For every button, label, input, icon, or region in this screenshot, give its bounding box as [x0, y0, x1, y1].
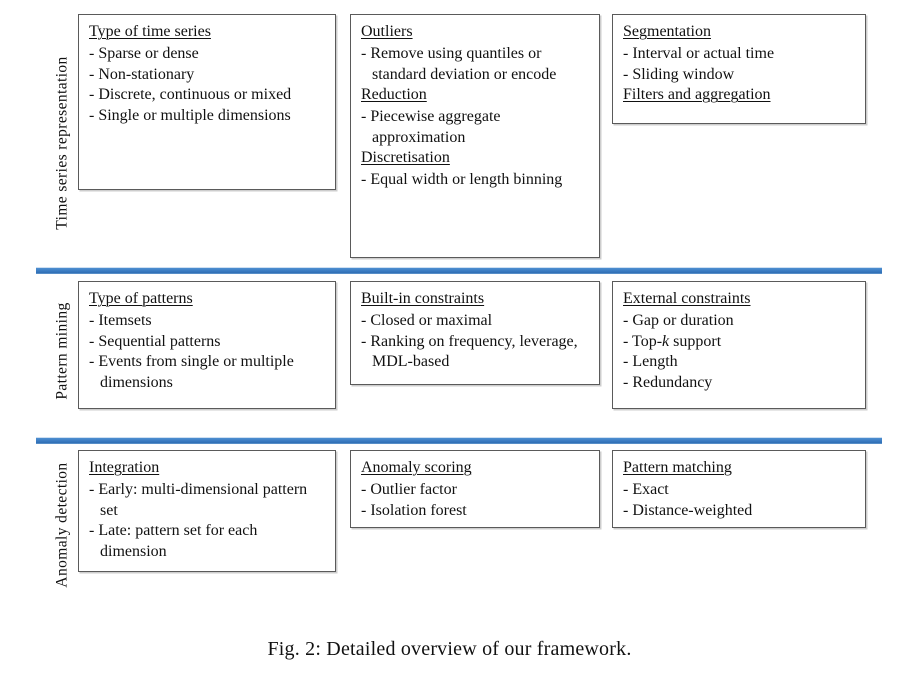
- card-pattern-matching: Pattern matching Exact Distance-weighted: [612, 450, 866, 528]
- section-divider: [36, 267, 882, 274]
- framework-row-time-series-representation: Time series representation Type of time …: [0, 14, 899, 272]
- list-item: Outlier factor: [361, 480, 590, 501]
- group-item-list: Piecewise aggregate approximation: [361, 107, 590, 148]
- figure-caption: Fig. 2: Detailed overview of our framewo…: [267, 638, 632, 660]
- group-title: Built-in constraints: [361, 290, 485, 307]
- group-item-list: Closed or maximal Ranking on frequency, …: [361, 311, 590, 373]
- card-type-of-patterns: Type of patterns Itemsets Sequential pat…: [78, 281, 336, 409]
- list-item: Distance-weighted: [623, 501, 856, 522]
- list-item: Sliding window: [623, 65, 856, 86]
- group-type-of-patterns: Type of patterns Itemsets Sequential pat…: [89, 289, 326, 394]
- list-item: Gap or duration: [623, 311, 856, 332]
- list-item: Interval or actual time: [623, 44, 856, 65]
- group-outliers: Outliers Remove using quantiles or stand…: [361, 22, 590, 85]
- list-item: Length: [623, 352, 856, 373]
- group-discretisation: Discretisation Equal width or length bin…: [361, 148, 590, 191]
- list-item: Remove using quantiles or standard devia…: [361, 44, 590, 85]
- group-item-list: Exact Distance-weighted: [623, 480, 856, 521]
- section-divider: [36, 437, 882, 444]
- group-anomaly-scoring: Anomaly scoring Outlier factor Isolation…: [361, 458, 590, 521]
- group-item-list: Sparse or dense Non-stationary Discrete,…: [89, 44, 326, 127]
- list-item: Late: pattern set for each dimension: [89, 521, 326, 562]
- group-title: Type of patterns: [89, 290, 193, 307]
- group-title: External constraints: [623, 290, 751, 307]
- group-title: Integration: [89, 459, 160, 476]
- group-filters-and-aggregation: Filters and aggregation: [623, 85, 856, 107]
- group-item-list: Equal width or length binning: [361, 170, 590, 191]
- group-pattern-matching: Pattern matching Exact Distance-weighted: [623, 458, 856, 521]
- group-item-list: Early: multi-dimensional pattern set Lat…: [89, 480, 326, 563]
- group-title: Anomaly scoring: [361, 459, 472, 476]
- card-built-in-constraints: Built-in constraints Closed or maximal R…: [350, 281, 600, 385]
- group-external-constraints: External constraints Gap or duration Top…: [623, 289, 856, 394]
- list-item: Discrete, continuous or mixed: [89, 85, 326, 106]
- group-title: Outliers: [361, 23, 413, 40]
- list-item: Isolation forest: [361, 501, 590, 522]
- group-item-list: Outlier factor Isolation forest: [361, 480, 590, 521]
- card-external-constraints: External constraints Gap or duration Top…: [612, 281, 866, 409]
- card-segmentation-filters: Segmentation Interval or actual time Sli…: [612, 14, 866, 124]
- group-title: Type of time series: [89, 23, 211, 40]
- group-item-list: Itemsets Sequential patterns Events from…: [89, 311, 326, 394]
- group-title: Pattern matching: [623, 459, 732, 476]
- list-item: Single or multiple dimensions: [89, 106, 326, 127]
- group-title: Discretisation: [361, 149, 450, 167]
- list-item: Equal width or length binning: [361, 170, 590, 191]
- framework-row-pattern-mining: Pattern mining Type of patterns Itemsets…: [0, 281, 899, 421]
- card-outliers-reduction-discretisation: Outliers Remove using quantiles or stand…: [350, 14, 600, 258]
- card-integration: Integration Early: multi-dimensional pat…: [78, 450, 336, 572]
- group-item-list: Interval or actual time Sliding window: [623, 44, 856, 85]
- row-cards: Integration Early: multi-dimensional pat…: [0, 450, 899, 600]
- group-item-list: Gap or duration Top-k support Length Red…: [623, 311, 856, 394]
- list-item: Sparse or dense: [89, 44, 326, 65]
- group-type-of-time-series: Type of time series Sparse or dense Non-…: [89, 22, 326, 127]
- group-reduction: Reduction Piecewise aggregate approximat…: [361, 85, 590, 148]
- list-item: Exact: [623, 480, 856, 501]
- list-item: Piecewise aggregate approximation: [361, 107, 590, 148]
- group-title: Filters and aggregation: [623, 86, 771, 104]
- list-item: Non-stationary: [89, 65, 326, 86]
- list-item: Events from single or multiple dimension…: [89, 352, 326, 393]
- group-segmentation: Segmentation Interval or actual time Sli…: [623, 22, 856, 85]
- list-item: Itemsets: [89, 311, 326, 332]
- list-item: Ranking on frequency, leverage, MDL-base…: [361, 332, 590, 373]
- list-item: Top-k support: [623, 332, 856, 353]
- card-type-of-time-series: Type of time series Sparse or dense Non-…: [78, 14, 336, 190]
- list-item: Early: multi-dimensional pattern set: [89, 480, 326, 521]
- group-built-in-constraints: Built-in constraints Closed or maximal R…: [361, 289, 590, 373]
- group-integration: Integration Early: multi-dimensional pat…: [89, 458, 326, 563]
- framework-row-anomaly-detection: Anomaly detection Integration Early: mul…: [0, 450, 899, 600]
- group-item-list: Remove using quantiles or standard devia…: [361, 44, 590, 85]
- row-cards: Type of time series Sparse or dense Non-…: [0, 14, 899, 272]
- list-item: Sequential patterns: [89, 332, 326, 353]
- group-title: Segmentation: [623, 23, 711, 40]
- group-title: Reduction: [361, 86, 427, 104]
- card-anomaly-scoring: Anomaly scoring Outlier factor Isolation…: [350, 450, 600, 528]
- list-item: Redundancy: [623, 373, 856, 394]
- row-cards: Type of patterns Itemsets Sequential pat…: [0, 281, 899, 421]
- list-item: Closed or maximal: [361, 311, 590, 332]
